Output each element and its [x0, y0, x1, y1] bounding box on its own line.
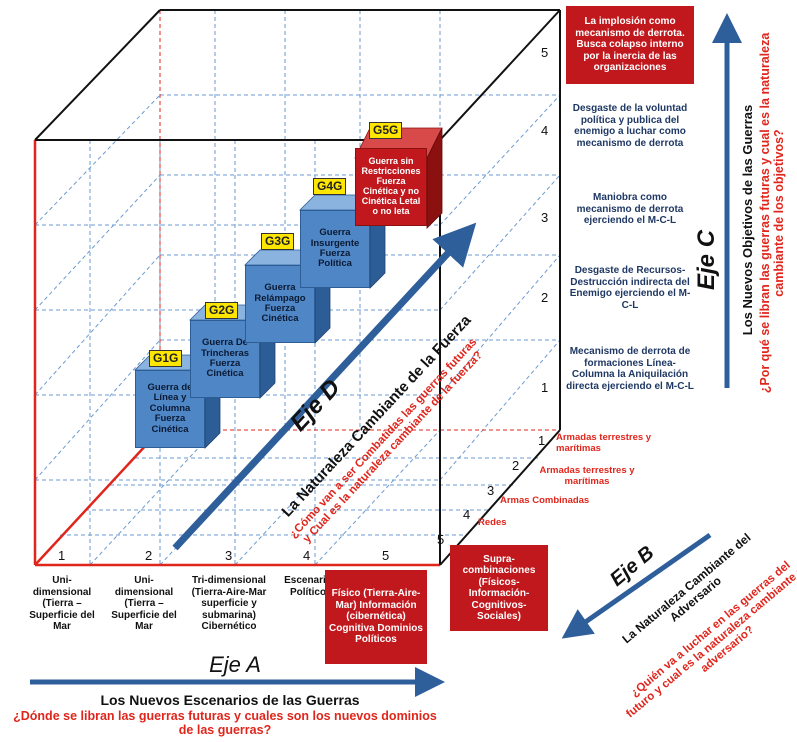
axis-a-level-1-text: Uni-dimensional (Tierra – Superficie del… [29, 575, 95, 632]
axis-c-number-2: 2 [541, 290, 549, 305]
generation-tag-3: G3G [261, 233, 295, 250]
axis-c-level-2-text: Desgaste de Recursos-Destrucción indirec… [569, 265, 691, 311]
axis-c-level-1-text: Mecanismo de derrota de formaciones Líne… [566, 346, 694, 392]
axis-c-level-3-text: Maniobra como mecanismo de derrota ejerc… [576, 192, 684, 226]
axis-a-number-1: 1 [58, 548, 66, 563]
axis-c-number-1: 1 [541, 380, 549, 395]
axis-d-arrow [172, 222, 477, 551]
axis-b-number-5: 5 [437, 532, 445, 547]
axis-a-question: ¿Dónde se libran las guerras futuras y c… [13, 709, 437, 738]
axis-c-number-5: 5 [541, 45, 549, 60]
axis-b-arrow [561, 532, 712, 639]
axis-a-number-4: 4 [303, 548, 311, 563]
axis-b-number-4: 4 [463, 507, 471, 522]
axis-b-level-2-text: Armadas terrestres y marítimas [539, 465, 635, 487]
axis-a-number-2: 2 [145, 548, 153, 563]
axis-c-number-3: 3 [541, 210, 549, 225]
axis-a-level-4-text: Escenario Político [284, 575, 332, 598]
axis-b-level-5-box: Supra-combinaciones (Físicos-Información… [450, 545, 548, 631]
axis-c-question: ¿Por qué se libran las guerras futuras y… [758, 32, 787, 394]
generation-block-5: Guerra sin Restricciones Fuerza Cinética… [355, 148, 427, 226]
generation-tag-4: G4G [313, 178, 347, 195]
axis-c-level-5-box: La implosión como mecanismo de derrota. … [566, 6, 694, 84]
axis-b-level-4-text: Redes [478, 517, 507, 528]
axis-a-number-3: 3 [225, 548, 233, 563]
axis-b-level-1-text: Armadas terrestres y marítimas [556, 432, 652, 454]
axis-c-number-4: 4 [541, 123, 549, 138]
axis-c-level-4-text: Desgaste de la voluntad política y publi… [572, 103, 688, 149]
axis-b-number-3: 3 [487, 483, 495, 498]
axis-a-title: Los Nuevos Escenarios de las Guerras [100, 692, 360, 708]
generation-tag-1: G1G [149, 350, 183, 367]
axis-a-number-5: 5 [382, 548, 390, 563]
axis-c-title: Los Nuevos Objetivos de las Guerras [740, 104, 755, 336]
axis-a-level-3-text: Tri-dimensional (Tierra-Aire-Mar superfi… [191, 575, 267, 632]
generation-tag-5: G5G [369, 122, 403, 139]
axis-b-number-1: 1 [538, 433, 546, 448]
axis-b-number-2: 2 [512, 458, 520, 473]
axis-c-label: Eje C [693, 229, 720, 290]
axis-a-level-5-box: Físico (Tierra-Aire-Mar) Información (ci… [325, 570, 427, 664]
generation-tag-2: G2G [205, 302, 239, 319]
axis-a-label: Eje A [209, 652, 261, 677]
axis-a-level-2-text: Uni-dimensional (Tierra – Superficie del… [111, 575, 177, 632]
axis-b-level-3-text: Armas Combinadas [500, 495, 590, 506]
